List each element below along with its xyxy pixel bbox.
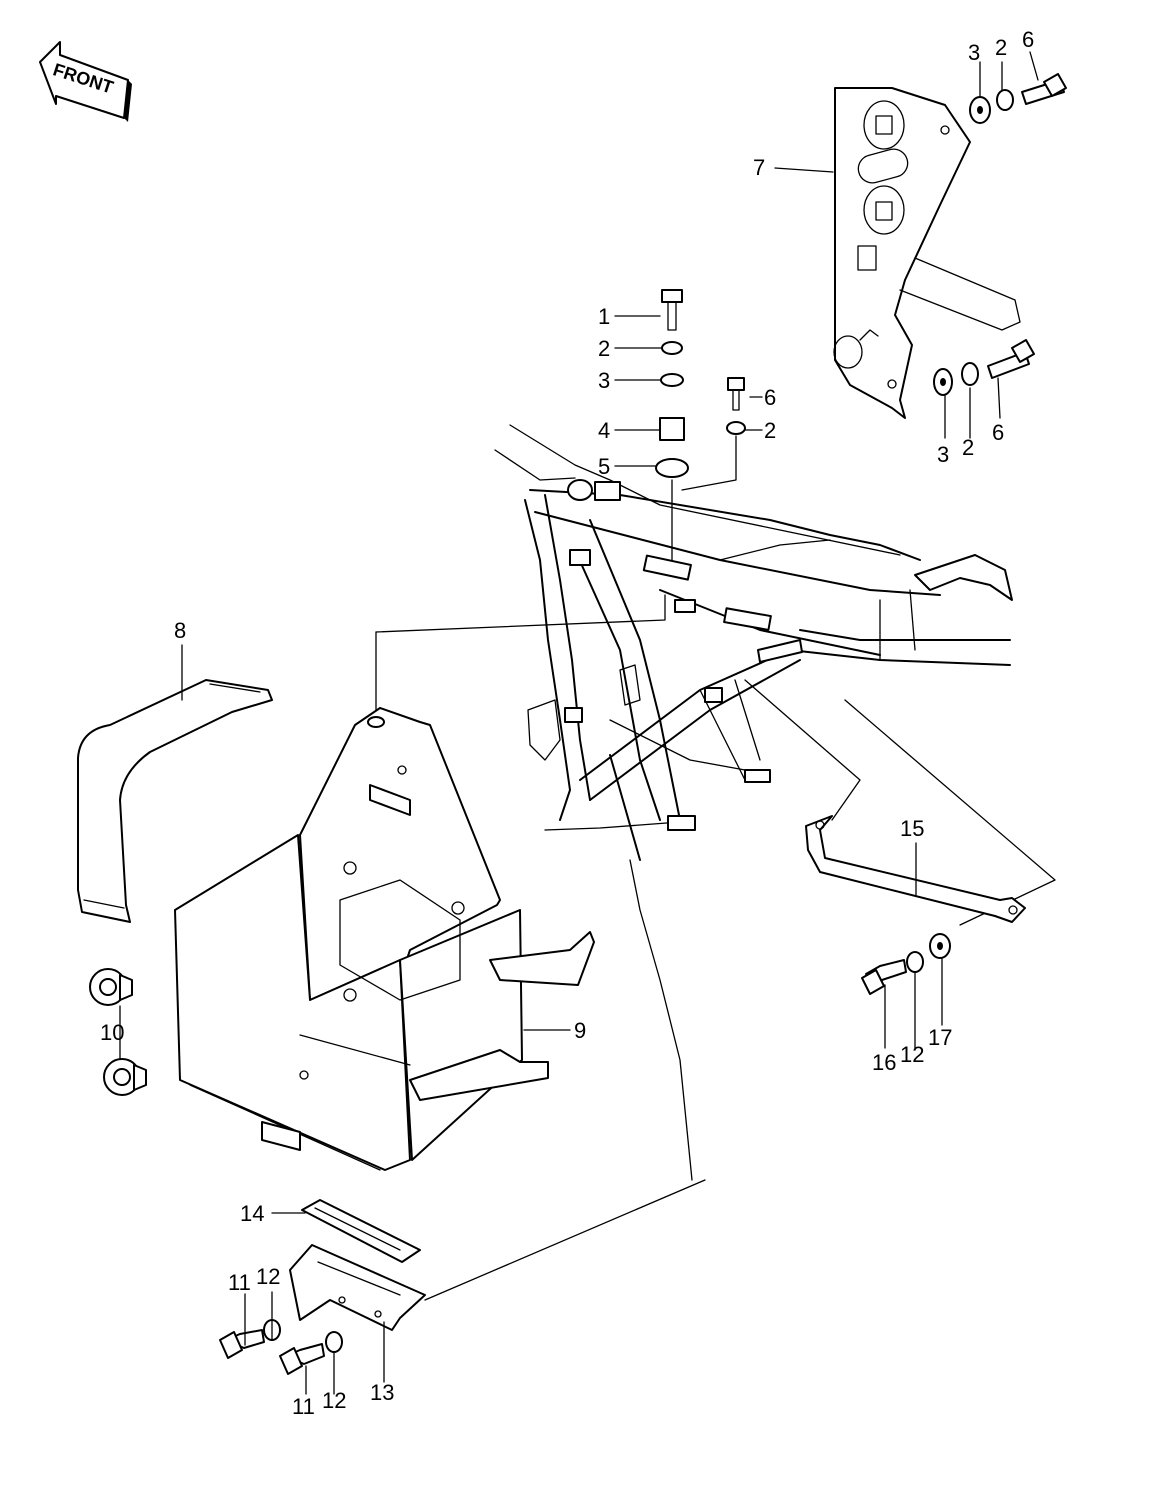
callout-11: 11 xyxy=(292,1394,315,1419)
callout-12: 12 xyxy=(322,1388,346,1413)
callout-13: 13 xyxy=(370,1380,394,1405)
callout-12: 12 xyxy=(900,1042,924,1067)
callout-9: 9 xyxy=(574,1018,586,1043)
part-8-battery-strap xyxy=(77,679,273,923)
part-15-rod xyxy=(805,815,1026,923)
callout-2: 2 xyxy=(598,336,610,361)
part-14-rubber-pad xyxy=(301,1199,421,1263)
part-9-battery-case xyxy=(174,707,595,1171)
callout-11: 11 xyxy=(228,1270,251,1295)
callout-10: 10 xyxy=(100,1020,124,1045)
callout-6: 6 xyxy=(764,385,776,410)
callout-3: 3 xyxy=(598,368,610,393)
callout-3: 3 xyxy=(937,442,949,467)
callout-12: 12 xyxy=(256,1264,280,1289)
callout-16: 16 xyxy=(872,1050,896,1075)
mid-right-fasteners xyxy=(933,339,1035,396)
parts-11-12-fasteners xyxy=(219,1319,343,1375)
callout-4: 4 xyxy=(598,418,610,443)
callout-2: 2 xyxy=(764,418,776,443)
top-right-fasteners xyxy=(969,73,1067,124)
front-arrow-icon: FRONT xyxy=(39,41,132,122)
callout-5: 5 xyxy=(598,454,610,479)
callout-leaders xyxy=(181,51,1039,1395)
callout-15: 15 xyxy=(900,816,924,841)
callout-14: 14 xyxy=(240,1201,264,1226)
callout-6: 6 xyxy=(1022,27,1034,52)
motorcycle-frame xyxy=(494,424,1013,1181)
callout-1: 1 xyxy=(598,304,610,329)
part-7-side-cover xyxy=(833,87,1021,419)
callout-17: 17 xyxy=(928,1025,952,1050)
callout-8: 8 xyxy=(174,618,186,643)
part-10-grommets xyxy=(89,968,147,1096)
callout-2: 2 xyxy=(962,435,974,460)
callout-6: 6 xyxy=(992,420,1004,445)
parts-16-12-17-fasteners xyxy=(861,933,951,995)
callout-7: 7 xyxy=(753,155,765,180)
mount-stack xyxy=(655,289,746,561)
callout-3: 3 xyxy=(968,40,980,65)
callout-2: 2 xyxy=(995,35,1007,60)
part-13-bracket xyxy=(289,1244,426,1331)
